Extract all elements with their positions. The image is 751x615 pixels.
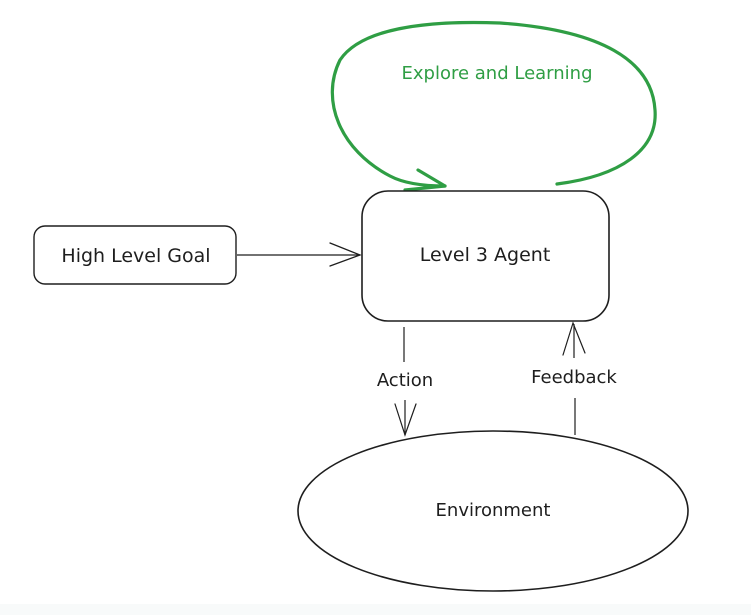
action-label: Action — [377, 370, 433, 391]
environment-node[interactable]: Environment — [297, 430, 689, 592]
explore-loop-path — [330, 20, 657, 188]
environment-node-label: Environment — [436, 500, 551, 521]
explore-loop-label: Explore and Learning — [402, 63, 593, 84]
feedback-arrowhead — [562, 321, 586, 356]
goal-to-agent-arrowhead — [329, 242, 362, 267]
feedback-edge: Feedback — [531, 321, 617, 435]
feedback-label: Feedback — [531, 367, 617, 388]
action-edge: Action — [377, 327, 433, 437]
environment-node-ellipse — [297, 430, 689, 592]
goal-node[interactable]: High Level Goal — [33, 225, 237, 285]
action-arrowhead — [394, 403, 417, 437]
canvas-bottom-strip — [0, 604, 751, 615]
goal-node-label: High Level Goal — [61, 245, 210, 267]
goal-to-agent-edge — [237, 242, 362, 267]
agent-node-box — [361, 190, 610, 322]
agent-node[interactable]: Level 3 Agent — [361, 190, 610, 322]
explore-loop-edge: Explore and Learning — [330, 20, 657, 192]
explore-loop-arrowhead — [403, 168, 447, 192]
goal-node-box — [33, 225, 237, 285]
agent-node-label: Level 3 Agent — [420, 244, 551, 266]
